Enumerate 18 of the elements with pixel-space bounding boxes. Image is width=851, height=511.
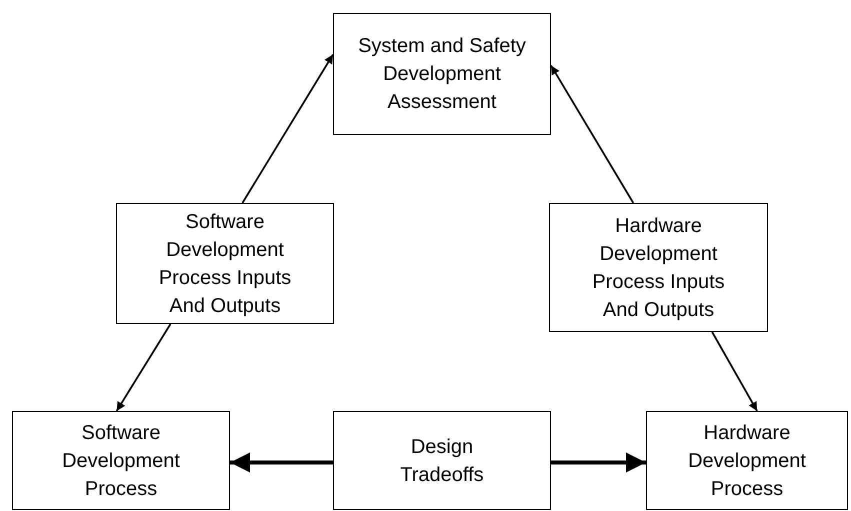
arrow [230,452,333,472]
process-box [549,203,768,332]
arrow [551,452,646,472]
box-label: Hardware Development Process Inputs And Outputs [591,214,726,322]
arrow [116,324,172,412]
process-box [12,411,230,510]
process-box [333,13,551,135]
box-label: Design Tradeoffs [399,434,485,488]
box-label: Hardware Development Process [687,420,807,502]
arrow [242,54,334,204]
box-label: Software Development Process Inputs And Outputs [158,210,292,318]
arrow [550,65,634,204]
box-label: System and Safety Development Assessment [357,34,527,115]
process-box [646,411,848,510]
process-box [333,411,551,510]
box-label: Software Development Process [61,420,181,502]
process-box [116,203,334,324]
arrow [711,332,758,412]
